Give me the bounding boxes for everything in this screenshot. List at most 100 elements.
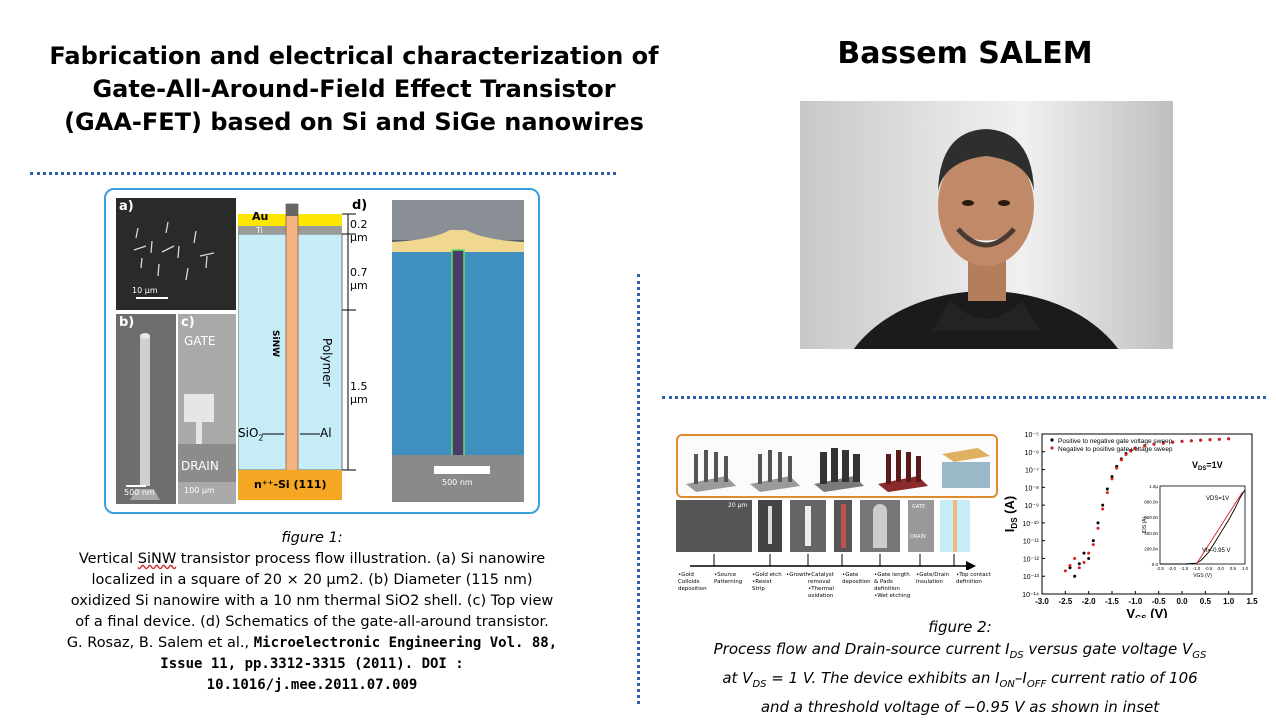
substrate-label: n⁺⁺-Si (111) [254, 478, 327, 491]
figure-2-caption: figure 2: Process flow and Drain-source … [650, 616, 1270, 718]
dim-label-3: 1.5 µm [350, 380, 368, 406]
process-step: •Catalyst removal •Thermal oxidation [808, 572, 834, 599]
y-tick-label: 10⁻¹⁴ [1022, 592, 1039, 599]
panel-label-d: d) [352, 198, 368, 213]
process-arrow [690, 554, 976, 570]
data-point [1105, 491, 1109, 495]
au-label: Au [252, 210, 269, 223]
data-point [1180, 439, 1184, 443]
x-tick-label: -2.0 [1082, 597, 1096, 606]
micro-gate-label: GATE [912, 504, 926, 510]
y-tick-label: 10⁻⁷ [1025, 468, 1039, 475]
caption1-line1: Vertical SiNW transistor process flow il… [78, 551, 546, 567]
title-line-2: Gate-All-Around-Field Effect Transistor [92, 75, 616, 103]
micro-drain-label: DRAIN [910, 534, 926, 540]
inset-frame [1159, 485, 1246, 565]
data-point [1105, 487, 1109, 491]
process-step: •Gate length & Pads definition •Wet etch… [874, 572, 911, 599]
caption2-line3: and a threshold voltage of −0.95 V as sh… [760, 698, 1160, 716]
inset-x-tick-label: -1.0 [1193, 566, 1201, 571]
x-tick-label: -1.5 [1105, 597, 1119, 606]
data-point [1227, 437, 1231, 441]
data-point [1073, 574, 1077, 578]
x-tick-label: 0.5 [1200, 597, 1212, 606]
dim-label-1: 0.2 µm [350, 218, 368, 244]
data-point [1087, 556, 1091, 560]
inset-x-tick-label: -1.5 [1180, 566, 1188, 571]
data-point [1129, 449, 1133, 453]
data-point [1073, 556, 1077, 560]
process-step: •Gate deposition [842, 572, 871, 585]
data-point [1217, 437, 1221, 441]
scalebar-d: 500 nm [442, 478, 473, 487]
caption1-line3: oxidized Si nanowire with a 10 nm therma… [70, 593, 554, 609]
scalebar-c: 100 µm [184, 486, 215, 495]
data-point [1087, 551, 1091, 555]
inset-vds-annotation: VDS=1V [1206, 496, 1229, 502]
y-tick-label: 10⁻¹⁰ [1022, 520, 1039, 528]
data-point [1096, 521, 1100, 525]
process-step: •Top contact definition [956, 572, 991, 585]
dim-label-2: 0.7 µm [350, 266, 368, 292]
panel-label-c: c) [181, 315, 195, 330]
title-line-3: (GAA-FET) based on Si and SiGe nanowires [64, 108, 644, 136]
gaa-schematic: d) Au Ti 0.2 µm 0.7 µm 1.5 µm SiNW Polym… [237, 198, 386, 502]
data-point [1096, 526, 1100, 530]
inset-threshold-fit [1196, 491, 1243, 565]
inset-y-tick-label: 200.0n [1144, 546, 1158, 551]
y-tick-label: 10⁻⁹ [1025, 503, 1039, 510]
cross-section-image: 500 nm [392, 200, 524, 502]
inset-y-tick-label: 400.0n [1144, 531, 1158, 536]
y-tick-label: 10⁻⁶ [1025, 450, 1039, 457]
inset-curve [1160, 489, 1246, 565]
figure-1-caption: figure 1: Vertical SiNW transistor proce… [16, 528, 608, 696]
vertical-divider [637, 274, 640, 704]
data-point [1171, 440, 1175, 444]
inset-x-tick-label: -2.5 [1156, 566, 1164, 571]
caption1-line6: Issue 11, pp.3312-3315 (2011). DOI : [160, 656, 464, 672]
vds-annotation: VDS=1V [1192, 460, 1223, 472]
sio2-label: SiO2 [238, 426, 264, 443]
sem-image-b: b) 500 nm [116, 314, 176, 504]
data-point [1082, 560, 1086, 564]
panel-label-a: a) [119, 199, 134, 214]
caption2-line1: Process flow and Drain-source current ID… [713, 640, 1207, 661]
data-point [1208, 438, 1212, 442]
scalebar-b: 500 nm [124, 488, 155, 497]
data-point [1091, 543, 1095, 547]
figure-1-label: figure 1: [281, 530, 343, 546]
data-point [1115, 466, 1119, 470]
left-divider [30, 172, 616, 175]
data-point [1133, 447, 1137, 451]
x-tick-label: 0.0 [1176, 597, 1188, 606]
legend-marker [1050, 446, 1054, 450]
title-line-1: Fabrication and electrical characterizat… [49, 42, 659, 70]
data-point [1124, 453, 1128, 457]
process-micrographs: 20 µm GATE DRAIN [676, 500, 994, 554]
data-point [1068, 564, 1072, 568]
process-steps: •Gold Colloids deposition •Source Patter… [674, 572, 998, 610]
nanowire-3d-renders [676, 434, 998, 498]
data-point [1101, 507, 1105, 511]
process-step: •Gold Colloids deposition [678, 572, 707, 592]
y-axis-label: IDS (A) [1002, 496, 1019, 532]
x-tick-label: -1.0 [1128, 597, 1142, 606]
al-label: Al [320, 426, 332, 440]
caption1-line5: G. Rosaz, B. Salem et al., Microelectron… [66, 635, 558, 651]
figure-2-label: figure 2: [928, 618, 992, 636]
y-tick-label: 10⁻¹¹ [1023, 539, 1040, 546]
data-point [1119, 458, 1123, 462]
process-step: •Gold etch •Resist Strip [752, 572, 782, 592]
data-point [1143, 444, 1147, 448]
y-tick-label: 10⁻¹³ [1023, 574, 1040, 581]
y-tick-label: 10⁻⁸ [1025, 485, 1039, 492]
drain-label: DRAIN [181, 459, 219, 473]
caption1-line2: localized in a square of 20 × 20 µm2. (b… [91, 572, 533, 588]
right-divider [662, 396, 1266, 399]
data-point [1068, 566, 1072, 570]
data-point [1189, 439, 1193, 443]
x-tick-label: -3.0 [1035, 597, 1049, 606]
inset-y-tick-label: 600.0n [1144, 515, 1158, 520]
data-point [1101, 503, 1105, 507]
